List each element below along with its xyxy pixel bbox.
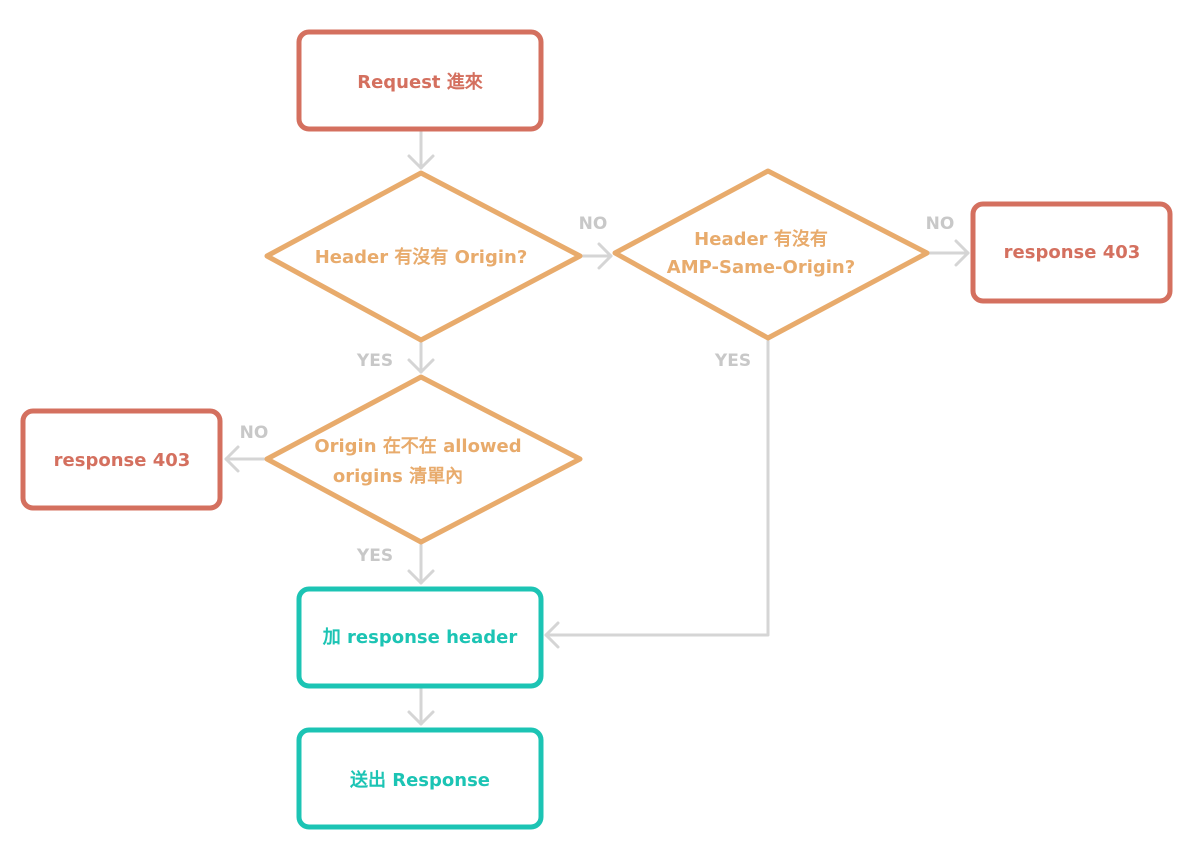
edge-label-origin-yes: YES — [356, 351, 393, 371]
node-send-response: 送出 Response — [296, 727, 544, 830]
arrowhead-down-icon — [407, 154, 435, 170]
node-label: 加 response header — [322, 627, 518, 648]
connectors — [224, 129, 970, 726]
node-reject-right: response 403 — [970, 201, 1173, 304]
decision-diamond — [612, 168, 930, 341]
node-label: response 403 — [1004, 242, 1141, 263]
edge-label-origin-no: NO — [579, 214, 608, 234]
arrowhead-left-icon — [544, 621, 560, 649]
node-box — [970, 201, 1173, 304]
node-box — [296, 727, 544, 830]
edge-label-amp-yes: YES — [714, 351, 751, 371]
arrowhead-down-icon — [407, 569, 435, 585]
connector-amp-yes — [544, 339, 770, 637]
node-box — [20, 408, 223, 511]
decision-diamond — [264, 374, 583, 545]
edge-label-allowed-yes: YES — [356, 546, 393, 566]
node-label: Request 進來 — [357, 71, 483, 93]
arrowhead-down-icon — [407, 710, 435, 726]
node-label-line-1: Header 有沒有 — [694, 228, 828, 250]
edge-label-amp-no: NO — [926, 214, 955, 234]
arrowhead-right-icon — [597, 242, 613, 270]
node-label: response 403 — [54, 450, 191, 471]
node-check-origin: Header 有沒有 Origin? — [264, 170, 583, 343]
node-box — [296, 29, 544, 132]
node-reject-left: response 403 — [20, 408, 223, 511]
node-check-allowed: Origin 在不在 allowed origins 清單內 — [264, 374, 583, 545]
edge-label-allowed-no: NO — [240, 423, 269, 443]
decision-diamond — [264, 170, 583, 343]
edge-labels: NO NO YES YES NO YES — [240, 214, 955, 566]
node-label-line-2: AMP-Same-Origin? — [667, 257, 855, 278]
arrowhead-left-icon — [224, 445, 240, 473]
node-label: Header 有沒有 Origin? — [315, 246, 528, 268]
arrowhead-right-icon — [954, 239, 970, 267]
node-label: 送出 Response — [349, 769, 490, 791]
node-request-in: Request 進來 — [296, 29, 544, 132]
node-box — [296, 586, 544, 689]
node-label-line-2: origins 清單內 — [333, 466, 463, 487]
node-check-amp: Header 有沒有 AMP-Same-Origin? — [612, 168, 930, 341]
arrowhead-down-icon — [407, 358, 435, 374]
node-add-header: 加 response header — [296, 586, 544, 689]
node-label-line-1: Origin 在不在 allowed — [314, 435, 521, 457]
